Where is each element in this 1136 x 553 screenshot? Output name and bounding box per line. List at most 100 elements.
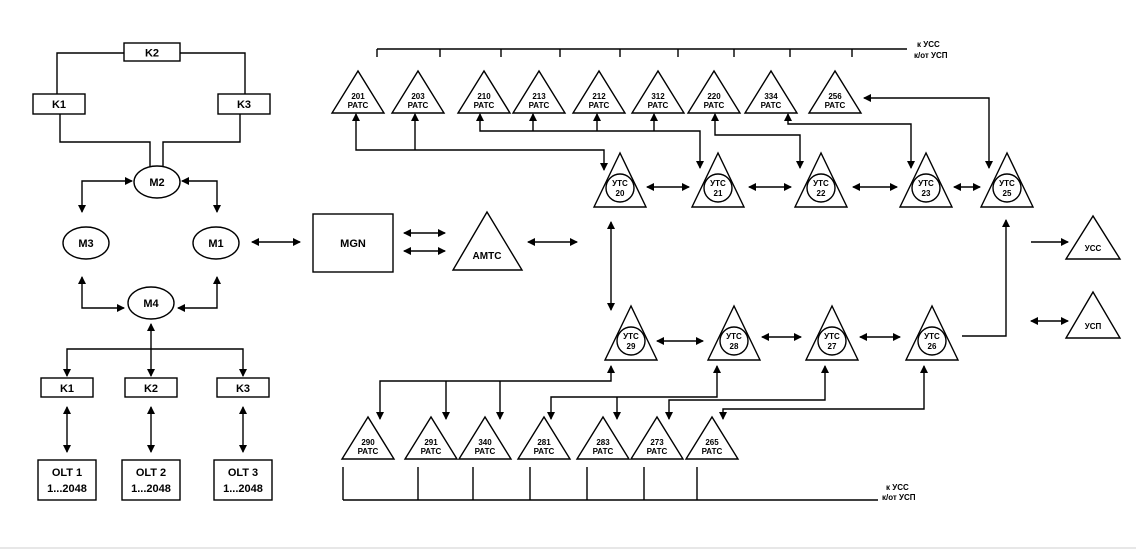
utc-28-number: 28 (730, 342, 739, 351)
top-ratc-8 (807, 69, 863, 114)
utc-23-label: УТС (918, 179, 934, 188)
amts-triangle (451, 210, 524, 271)
utc-23-circle (911, 173, 941, 203)
outputs: УСС УСП (1030, 214, 1122, 339)
utc-25-number: 25 (1003, 189, 1012, 198)
top-ratc-2-number: 210 (477, 92, 491, 101)
utc-28-label: УТС (726, 332, 742, 341)
top-bus-label-2: к/от УСП (914, 51, 948, 60)
top-ratc-1 (390, 69, 446, 114)
olt-2-box (121, 459, 181, 501)
top-ratc-6-number: 220 (707, 92, 721, 101)
access-switch-k3 (216, 377, 270, 398)
top-ratc-8-label: РАТС (825, 101, 846, 110)
bottom-ratc-0-number: 290 (361, 438, 375, 447)
node-m2-label: M2 (149, 177, 164, 189)
top-ratc-0-label: РАТС (348, 101, 369, 110)
switch-k1-top-label: K1 (52, 99, 66, 111)
top-ratc-8-number: 256 (828, 92, 842, 101)
bottom-ratc-0-label: РАТС (358, 447, 379, 456)
bottom-ratc-2-label: РАТС (475, 447, 496, 456)
utc-mesh (607, 183, 1010, 345)
bottom-bus: к УСС к/от УСП (342, 467, 916, 502)
bottom-ratc-links (376, 365, 928, 420)
utc-group: УТС20УТС21УТС22УТС23УТС25УТС29УТС28УТС27… (592, 151, 1035, 361)
bottom-ratc-0 (340, 415, 396, 460)
olt-1-range: 1...2048 (47, 483, 87, 495)
top-bus: к УСС к/от УСП (376, 40, 948, 60)
switch-k2-top-label: K2 (145, 48, 159, 60)
bottom-ratc-5-number: 273 (650, 438, 664, 447)
utc-29-circle (616, 326, 646, 356)
top-ratc-6 (686, 69, 742, 114)
top-ratc-3-number: 213 (532, 92, 546, 101)
access-switch-k3-label: K3 (236, 383, 250, 395)
ucp-triangle (1064, 290, 1122, 339)
top-ratc-2-label: РАТС (474, 101, 495, 110)
olt-1-name: OLT 1 (52, 467, 82, 479)
bottom-ratc-1 (403, 415, 459, 460)
access-switch-k1 (40, 377, 94, 398)
utc-29-label: УТС (623, 332, 639, 341)
utc-22-circle (806, 173, 836, 203)
utc-22-label: УТС (813, 179, 829, 188)
olt-1-box (37, 459, 97, 501)
top-ratc-5-number: 312 (651, 92, 665, 101)
top-ratc-4-label: РАТС (589, 101, 610, 110)
top-ratc-5 (630, 69, 686, 114)
utc-29-number: 29 (627, 342, 636, 351)
top-ratc-7 (743, 69, 799, 114)
ucc-label: УСС (1085, 244, 1102, 253)
node-m3-label: M3 (78, 238, 93, 250)
utc-20-label: УТС (612, 179, 628, 188)
top-ratc-2 (456, 69, 512, 114)
amts-label: АМТС (473, 251, 502, 262)
bottom-ratc-2-number: 340 (478, 438, 492, 447)
switch-k3-top-label: K3 (237, 99, 251, 111)
switch-k1-top (32, 93, 86, 115)
utc-28-circle (719, 326, 749, 356)
utc-21-number: 21 (714, 189, 723, 198)
top-ratc-5-label: РАТС (648, 101, 669, 110)
utc-26-label: УТС (924, 332, 940, 341)
bottom-ratc-6-number: 265 (705, 438, 719, 447)
top-ratc-7-label: РАТС (761, 101, 782, 110)
bottom-ratc-5 (629, 415, 685, 460)
mgn-label: MGN (340, 238, 366, 250)
top-bus-label-1: к УСС (917, 40, 940, 49)
olt-3-name: OLT 3 (228, 467, 258, 479)
access-switch-k2 (124, 377, 178, 398)
olt-2-range: 1...2048 (131, 483, 171, 495)
top-ratc-6-label: РАТС (704, 101, 725, 110)
utc-26-number: 26 (928, 342, 937, 351)
utc-20-number: 20 (616, 189, 625, 198)
bottom-ratc-6 (684, 415, 740, 460)
olt-2-name: OLT 2 (136, 467, 166, 479)
top-ratc-1-number: 203 (411, 92, 425, 101)
core-gateway: MGN АМТС (251, 210, 578, 273)
top-ratc-1-label: РАТС (408, 101, 429, 110)
bottom-ratc-4-label: РАТС (593, 447, 614, 456)
bottom-ratc-5-label: РАТС (647, 447, 668, 456)
switch-k2-top (123, 42, 181, 62)
top-ratc-links (352, 94, 993, 171)
node-m4-label: M4 (143, 298, 159, 310)
access-layer: K1 K2 K3 OLT 1 1...2048 OLT 2 1...2048 O… (37, 323, 273, 501)
utc-25-label: УТС (999, 179, 1015, 188)
node-m2 (133, 165, 181, 199)
utc-21-circle (703, 173, 733, 203)
bottom-ratc-4 (575, 415, 631, 460)
utc-25-circle (992, 173, 1022, 203)
switch-k3-top (217, 93, 271, 115)
utc-23-number: 23 (922, 189, 931, 198)
olt-3-box (213, 459, 273, 501)
bottom-ratc-3-number: 281 (537, 438, 551, 447)
access-switch-k1-label: K1 (60, 383, 74, 395)
utc-21-label: УТС (710, 179, 726, 188)
bottom-bus-label-1: к УСС (886, 483, 909, 492)
node-m3 (62, 226, 110, 260)
utc-27-label: УТС (824, 332, 840, 341)
utc-27-number: 27 (828, 342, 837, 351)
utc-26-circle (917, 326, 947, 356)
